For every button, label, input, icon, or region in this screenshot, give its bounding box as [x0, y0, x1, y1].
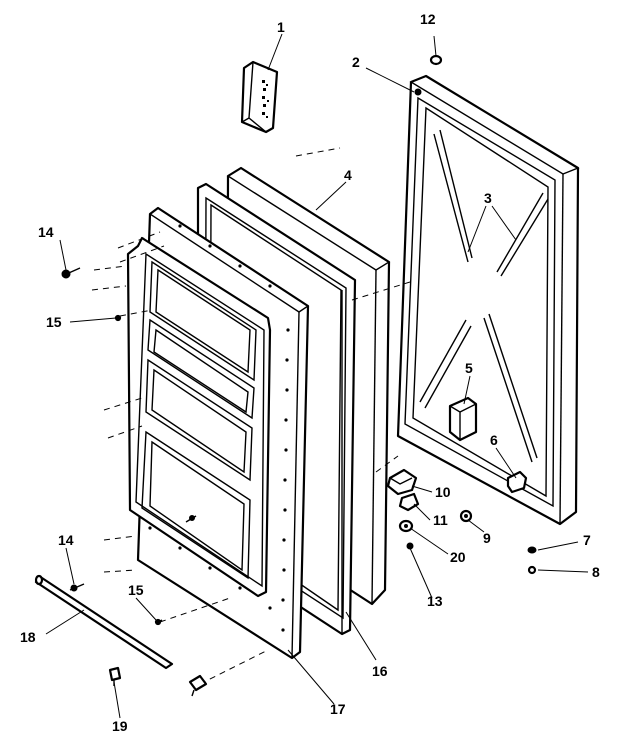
- callout-14-upper: 14: [38, 224, 54, 240]
- callout-2: 2: [352, 54, 360, 70]
- part-17-inner-door-panel: [126, 206, 310, 660]
- part-1-insert: [240, 60, 279, 134]
- callout-labels: 1 12 2 3 4 14 15 5 6 10 11 9 7 20 8 13 1…: [20, 11, 600, 734]
- part-6-clip: [506, 470, 528, 494]
- alignment-lines: [91, 147, 411, 685]
- callout-15-upper: 15: [46, 314, 62, 330]
- callout-15-lower: 15: [128, 582, 144, 598]
- part-3-braces: [419, 129, 549, 463]
- part-10-hinge: [386, 468, 418, 496]
- part-15-screw-upper: [114, 314, 122, 322]
- part-15-screw-lower: [154, 618, 163, 626]
- callout-9: 9: [483, 530, 491, 546]
- leader-lines: [45, 33, 589, 719]
- part-19-screw: [108, 666, 122, 686]
- callout-3: 3: [484, 190, 492, 206]
- callout-20: 20: [450, 549, 466, 565]
- callout-12: 12: [420, 11, 436, 27]
- callout-5: 5: [465, 360, 473, 376]
- part-2-outer-door-panel: [396, 74, 580, 526]
- callout-14-lower: 14: [58, 532, 74, 548]
- part-8-screw: [527, 565, 537, 575]
- part-14-screw-upper: [61, 267, 81, 279]
- panel-screw: [185, 515, 197, 523]
- callout-19: 19: [112, 718, 128, 734]
- callout-13: 13: [427, 593, 443, 609]
- callout-10: 10: [435, 484, 451, 500]
- callout-16: 16: [372, 663, 388, 679]
- part-5-bracket: [448, 396, 478, 442]
- part-7-nut: [527, 546, 537, 554]
- callout-8: 8: [592, 564, 600, 580]
- part-18-rod: [34, 574, 174, 670]
- part-11-hinge-pin: [398, 492, 420, 512]
- callout-18: 18: [20, 629, 36, 645]
- part-20-washer: [398, 519, 414, 533]
- callout-17: 17: [330, 701, 346, 717]
- part-14-screw-lower: [69, 583, 85, 592]
- callout-1: 1: [277, 19, 285, 35]
- part-19-screw-2: [188, 674, 208, 697]
- callout-11: 11: [433, 512, 448, 528]
- callout-4: 4: [344, 167, 352, 183]
- callout-7: 7: [583, 532, 591, 548]
- part-12-screw: [429, 54, 443, 66]
- callout-6: 6: [490, 432, 498, 448]
- part-9-bushing: [459, 509, 473, 523]
